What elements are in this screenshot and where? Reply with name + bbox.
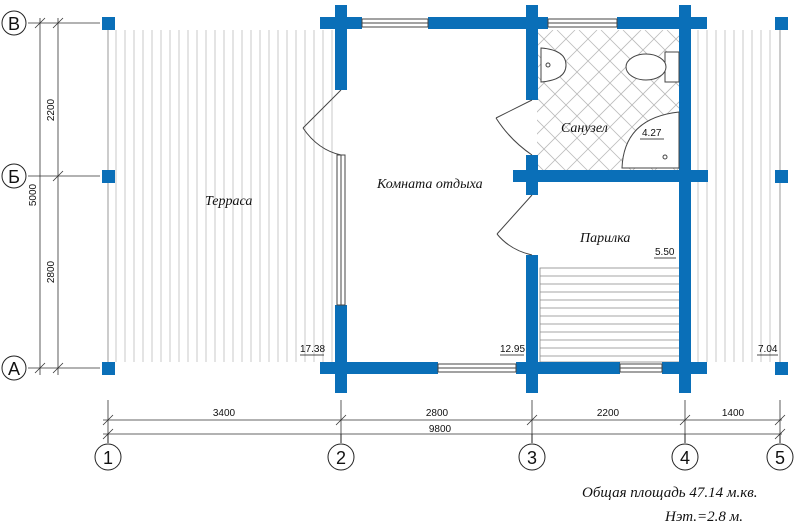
walls (102, 5, 788, 393)
doors (302, 89, 533, 256)
area-bathroom: 4.27 (642, 128, 662, 139)
steam-room-bench (539, 267, 683, 363)
room-steam: Парилка (579, 231, 630, 246)
axis-A: А (8, 359, 20, 379)
area-terrace-left: 17.38 (300, 344, 325, 355)
pattern-line (537, 30, 620, 113)
row-axis-markers (1, 10, 27, 381)
pattern-line (381, 30, 531, 180)
pattern-line (544, 32, 682, 170)
vertical-dimensions (28, 17, 100, 375)
sink-icon (540, 47, 567, 83)
pattern-line (537, 30, 642, 135)
pattern-line (337, 30, 487, 180)
pattern-line (537, 119, 588, 170)
column-axis-markers (94, 434, 794, 471)
area-steam: 5.50 (655, 247, 675, 258)
axis-V: В (8, 14, 20, 34)
dim-3400: 3400 (213, 408, 236, 419)
dim-2200: 2200 (46, 98, 57, 121)
dim-9800: 9800 (429, 424, 452, 435)
axis-3: 3 (527, 448, 537, 468)
windows (336, 18, 663, 373)
room-lounge: Комната отдыха (376, 177, 483, 192)
pattern-line (755, 30, 800, 180)
total-area-note: Общая площадь 47.14 м.кв. (582, 485, 757, 501)
room-terrace: Терраса (205, 194, 252, 209)
bathroom-tiles (337, 30, 800, 180)
axis-B: Б (8, 167, 20, 187)
bathroom-fixtures (540, 47, 680, 169)
dim-2800-v: 2800 (46, 260, 57, 283)
pattern-line (359, 30, 509, 180)
floor-height-note: Нэт.=2.8 м. (664, 509, 743, 525)
pattern-line (381, 30, 531, 180)
terrace-outline (107, 20, 781, 370)
pattern-line (689, 30, 800, 180)
dim-2200-h: 2200 (597, 408, 620, 419)
dim-5000: 5000 (28, 183, 39, 206)
pattern-line (537, 141, 566, 170)
terrace-boards-right (697, 30, 771, 362)
pattern-line (755, 30, 800, 180)
pattern-line (689, 30, 800, 180)
room-bathroom: Санузел (561, 121, 608, 136)
pattern-line (337, 30, 487, 180)
axis-5: 5 (775, 448, 785, 468)
terrace-boards-left (115, 30, 333, 362)
axis-4: 4 (680, 448, 690, 468)
horizontal-dimensions (102, 400, 786, 440)
pattern-line (711, 30, 800, 180)
pattern-line (711, 30, 800, 180)
toilet-icon (625, 51, 680, 83)
shower-icon (621, 111, 680, 169)
pattern-line (566, 54, 682, 170)
pattern-line (537, 30, 598, 91)
area-lounge: 12.95 (500, 344, 525, 355)
area-labels (300, 138, 778, 356)
dim-1400: 1400 (722, 408, 745, 419)
pattern-line (588, 76, 682, 170)
pattern-line (359, 30, 509, 180)
axis-2: 2 (336, 448, 346, 468)
dim-2800-h: 2800 (426, 408, 449, 419)
axis-1: 1 (103, 448, 113, 468)
area-terrace-right: 7.04 (758, 344, 778, 355)
